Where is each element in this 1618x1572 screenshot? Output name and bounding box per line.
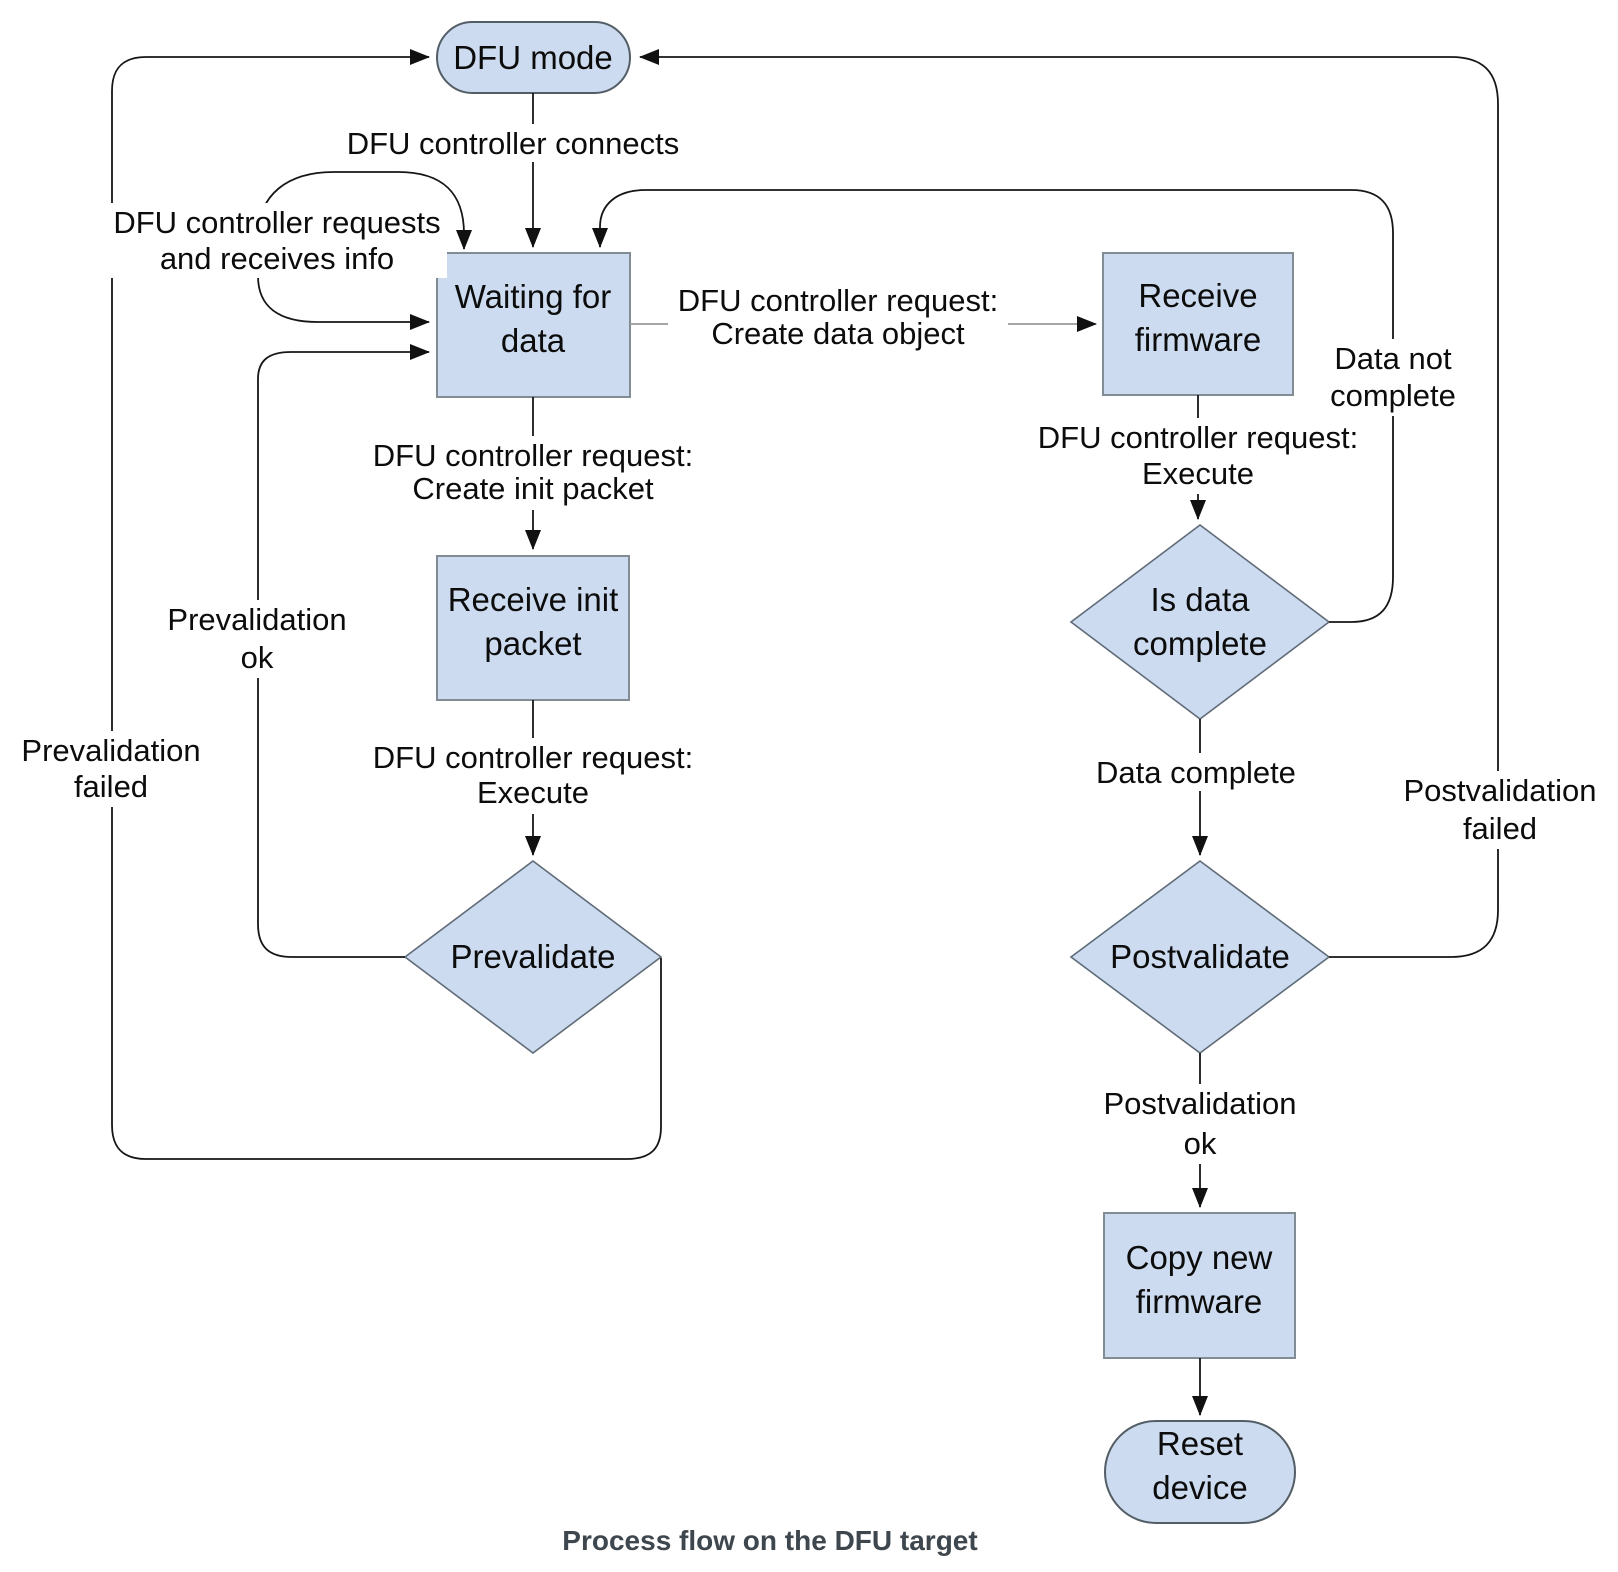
edge-label-text-line2: Execute <box>1142 456 1254 491</box>
is-data-complete-label-line1: Is data <box>1150 581 1250 618</box>
edge-label-text-line1: DFU controller request: <box>373 438 693 473</box>
postvalidate-label: Postvalidate <box>1110 938 1290 975</box>
label-background <box>668 281 1008 355</box>
receive-init-packet-label-line1: Receive init <box>448 581 619 618</box>
node-dfu-mode: DFU mode <box>436 21 631 94</box>
reset-device-shape <box>1104 1420 1296 1524</box>
edge-label-text-line2: failed <box>74 769 148 804</box>
edge-label-dfu-controller-connects: DFU controller connects <box>343 124 683 162</box>
edge-label-prevalidation-failed: Prevalidation failed <box>13 731 209 807</box>
label-background <box>343 124 683 162</box>
reset-device-label-line2: device <box>1152 1469 1247 1506</box>
label-background <box>13 731 209 807</box>
edge-label-text-line1: Prevalidation <box>167 602 346 637</box>
edge-label-text-line1: DFU controller request: <box>678 283 998 318</box>
edge-label-create-init-packet: DFU controller request: Create init pack… <box>363 436 703 510</box>
label-background <box>1394 771 1606 849</box>
edge-label-text-line2: Create init packet <box>412 471 654 506</box>
node-reset-device: Reset device <box>1104 1420 1296 1524</box>
receive-firmware-label-line2: firmware <box>1135 321 1262 358</box>
is-data-complete-label-line2: complete <box>1133 625 1267 662</box>
edge-label-text-line2: ok <box>241 640 274 675</box>
prevalidate-label: Prevalidate <box>450 938 615 975</box>
edge-label-text-line1: DFU controller request: <box>1038 420 1358 455</box>
edge-label-text-line1: Prevalidation <box>21 733 200 768</box>
node-receive-firmware: Receive firmware <box>1102 252 1294 396</box>
node-receive-init-packet: Receive init packet <box>436 555 630 701</box>
node-copy-new-firmware: Copy new firmware <box>1103 1212 1296 1359</box>
dfu-mode-label: DFU mode <box>453 39 613 76</box>
edge-requests-receives-info-loop <box>257 171 472 330</box>
edge-label-text-line2: Create data object <box>711 316 965 351</box>
node-postvalidate: Postvalidate <box>1069 860 1331 1054</box>
is-data-complete-shape <box>1069 523 1331 721</box>
label-background <box>363 436 703 510</box>
edge-label-data-not-complete: Data not complete <box>1322 339 1464 416</box>
edge-label-text-line1: DFU controller request: <box>373 740 693 775</box>
edge-label-execute-right: DFU controller request: Execute <box>1028 418 1368 494</box>
edge-label-postvalidation-failed: Postvalidation failed <box>1394 771 1606 849</box>
edge-data-not-complete-loop <box>592 189 1394 623</box>
edge-label-text-line1: Data not <box>1334 341 1452 376</box>
edge-label-text-line1: Postvalidation <box>1403 773 1596 808</box>
edge-label-text: DFU controller connects <box>347 126 680 161</box>
label-background <box>1090 753 1302 791</box>
edge-label-text: Data complete <box>1096 755 1296 790</box>
receive-init-packet-label-line2: packet <box>484 625 581 662</box>
receive-firmware-shape <box>1102 252 1294 396</box>
copy-new-firmware-label-line1: Copy new <box>1126 1239 1273 1276</box>
edge-label-postvalidation-ok: Postvalidation ok <box>1097 1084 1303 1164</box>
edge-postvalidation-failed-loop <box>639 49 1499 958</box>
node-waiting-for-data: Waiting for data <box>436 252 631 398</box>
receive-firmware-label-line1: Receive <box>1138 277 1257 314</box>
diagram-caption: Process flow on the DFU target <box>562 1525 977 1556</box>
label-background <box>160 600 354 678</box>
edge-label-text-line2: complete <box>1330 378 1456 413</box>
edge-label-execute-left: DFU controller request: Execute <box>363 738 703 814</box>
node-prevalidate: Prevalidate <box>403 860 663 1054</box>
edge-label-text-line2: ok <box>1184 1126 1217 1161</box>
label-background <box>107 203 447 278</box>
edge-label-text-line2: and receives info <box>160 241 394 276</box>
label-background <box>363 738 703 814</box>
edge-label-data-complete: Data complete <box>1090 753 1302 791</box>
copy-new-firmware-label-line2: firmware <box>1136 1283 1263 1320</box>
label-background <box>1322 339 1464 416</box>
waiting-for-data-label-line1: Waiting for <box>455 278 612 315</box>
label-background <box>1097 1084 1303 1164</box>
edge-label-text-line2: Execute <box>477 775 589 810</box>
edge-prevalidation-failed-loop <box>111 49 662 1160</box>
edge-label-text-line2: failed <box>1463 811 1537 846</box>
reset-device-label-line1: Reset <box>1157 1425 1243 1462</box>
label-background <box>1028 418 1368 494</box>
waiting-for-data-label-line2: data <box>501 322 566 359</box>
edge-label-prevalidation-ok: Prevalidation ok <box>160 600 354 678</box>
node-is-data-complete: Is data complete <box>1069 523 1331 721</box>
prevalidate-shape <box>403 860 663 1054</box>
receive-init-packet-shape <box>436 555 630 701</box>
edge-label-requests-receives-info: DFU controller requests and receives inf… <box>107 203 447 278</box>
edge-label-text-line1: Postvalidation <box>1103 1086 1296 1121</box>
copy-new-firmware-shape <box>1103 1212 1296 1359</box>
edge-label-text-line1: DFU controller requests <box>113 205 440 240</box>
edge-label-create-data-object: DFU controller request: Create data obje… <box>668 281 1008 355</box>
